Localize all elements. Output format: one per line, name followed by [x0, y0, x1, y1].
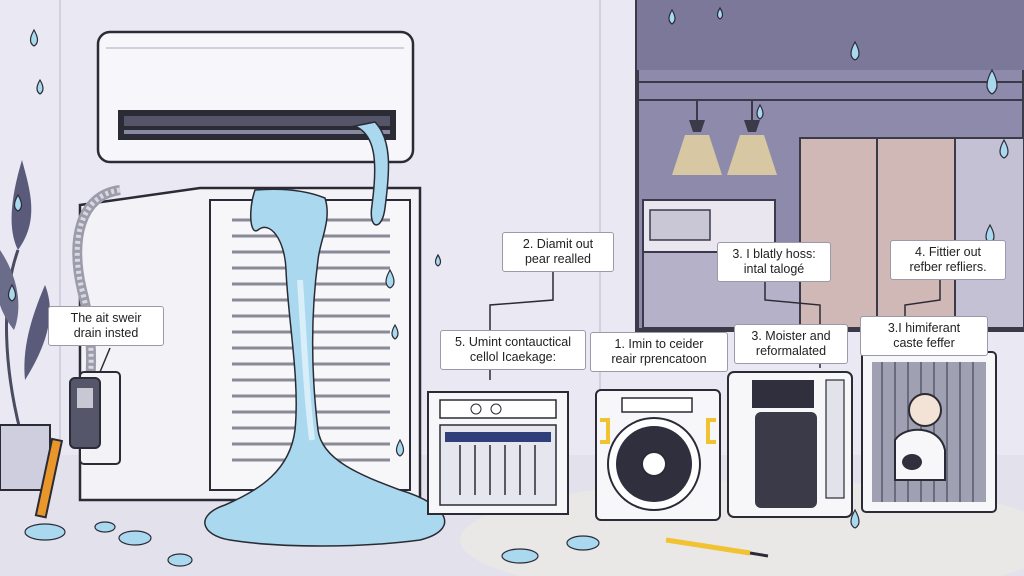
floor-ac-unit	[78, 186, 422, 502]
callout-step-2: 2. Diamit out pear realled	[502, 232, 614, 272]
plant	[0, 160, 51, 491]
callout-step-3c: 3.I himiferant caste feffer	[860, 316, 988, 356]
water-drops	[7, 6, 1009, 567]
callout-step-3b: 3. Moister and reformalated	[734, 324, 848, 364]
callout-step-3: 3. I blatly hoss: intal talogé	[717, 242, 831, 282]
water-leak	[204, 121, 446, 547]
device-dishwasher	[427, 391, 569, 515]
callout-drain: The ait sweir drain insted	[48, 306, 164, 346]
device-fan-unit	[595, 389, 721, 521]
callout-step-4: 4. Fittier out refber refliers.	[890, 240, 1006, 280]
split-ac-unit	[96, 30, 415, 164]
callout-step-1: 1. Imin to ceider reair rprencatoon	[590, 332, 728, 372]
callout-step-5: 5. Umint contauctical cellol Icaekage:	[440, 330, 586, 370]
device-filter-unit	[861, 351, 997, 513]
device-dehumidifier	[727, 371, 853, 518]
screwdriver	[665, 537, 751, 556]
